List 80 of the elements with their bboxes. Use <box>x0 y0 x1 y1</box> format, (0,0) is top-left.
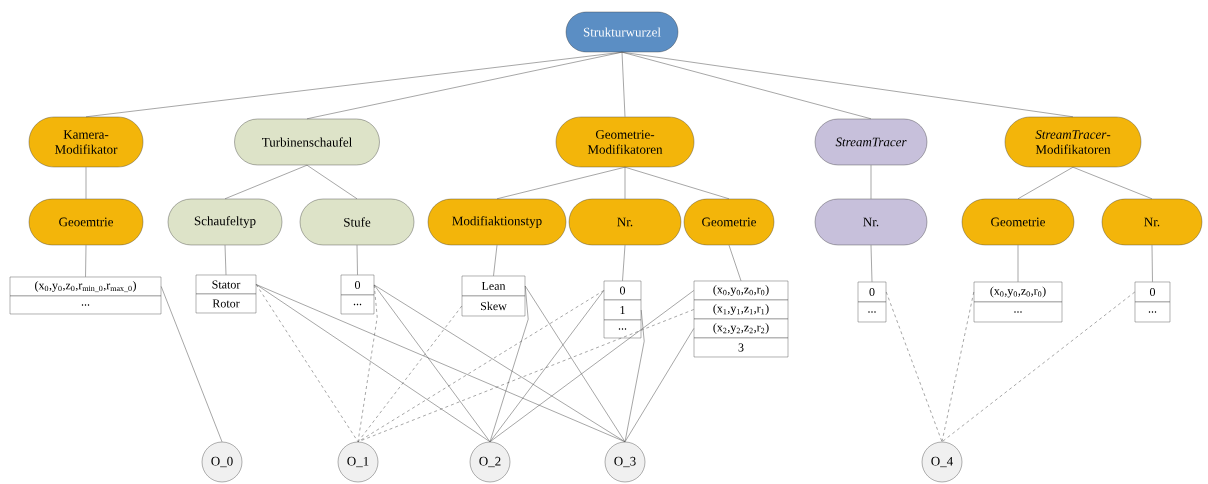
connector-line <box>1072 166 1153 200</box>
rounded-box: Strukturwurzel <box>565 11 679 53</box>
connector-line <box>489 285 529 443</box>
table-cell: 0 <box>1134 281 1171 303</box>
connector-line <box>624 166 626 200</box>
table-cell: 3 <box>693 337 789 358</box>
rounded-box: Turbinenschaufel <box>234 118 380 166</box>
table-cell: ... <box>1134 301 1171 323</box>
connector-line <box>941 291 1136 443</box>
connector-line <box>306 51 623 120</box>
connector-line <box>621 51 872 120</box>
table-cell: ... <box>340 294 375 315</box>
table-cell: 0 <box>340 274 375 296</box>
rounded-box: Geoemtrie <box>28 198 144 246</box>
connector-line <box>621 51 1074 118</box>
table-cell: (x$_{1}$,y$_{1}$,z$_{1}$,r$_{1}$) <box>693 299 789 320</box>
circle-node: O_1 <box>337 441 379 483</box>
table-cell: 0 <box>603 280 642 301</box>
connector-line <box>1017 166 1074 200</box>
table-cell: Lean <box>461 275 526 297</box>
table-cell: ... <box>857 301 887 323</box>
connector-line <box>160 286 223 443</box>
table-cell: Stator <box>195 274 257 295</box>
connector-line <box>356 244 358 276</box>
table-cell: Skew <box>461 295 526 317</box>
table-cell: (x$_{0}$,y$_{0}$,z$_{0}$,r$_{0}$) <box>693 280 789 301</box>
circle-node: O_2 <box>469 441 511 483</box>
table-cell: ... <box>603 319 642 339</box>
table-cell: ... <box>9 295 162 315</box>
connector-line <box>496 166 626 200</box>
rounded-box: Nr. <box>568 198 682 246</box>
connector-line <box>870 244 873 283</box>
connector-line <box>493 244 498 277</box>
rounded-box: Kamera- Modifikator <box>28 116 144 168</box>
connector-line <box>1017 244 1019 283</box>
connector-line <box>373 284 626 443</box>
rounded-box: StreamTracer <box>814 118 928 166</box>
table-cell: 1 <box>603 299 642 321</box>
connector-line <box>373 284 491 443</box>
rounded-box: Stufe <box>299 198 415 246</box>
circle-node: O_4 <box>921 441 963 483</box>
connector-line <box>85 244 87 278</box>
connector-line <box>728 244 742 282</box>
connector-line <box>306 164 358 200</box>
rounded-box: Nr. <box>1101 198 1203 246</box>
connector-line <box>870 164 872 200</box>
connector-line <box>489 290 695 443</box>
connector-line <box>224 164 308 200</box>
circle-node: O_0 <box>201 441 243 483</box>
connector-line <box>621 51 626 118</box>
rounded-box: Schaufeltyp <box>167 198 283 246</box>
connector-line <box>489 290 605 443</box>
circle-node: O_3 <box>604 441 646 483</box>
rounded-box: Geometrie- Modifikatoren <box>555 116 695 168</box>
connector-line <box>941 291 975 443</box>
connector-line <box>357 305 463 443</box>
rounded-box: Nr. <box>814 198 928 246</box>
table-cell: 0 <box>857 281 887 303</box>
connector-line <box>357 284 378 443</box>
rounded-box: StreamTracer- Modifikatoren <box>1004 116 1142 168</box>
rounded-box: Modifiaktionstyp <box>427 198 567 246</box>
connector-line <box>624 309 645 443</box>
table-cell: Rotor <box>195 293 257 314</box>
connector-line <box>622 244 626 282</box>
connector-line <box>624 328 695 443</box>
connector-line <box>224 244 227 276</box>
table-cell: ... <box>973 301 1063 323</box>
table-cell: (x$_{0}$,y$_{0}$,z$_{0}$,r$_{0}$) <box>973 281 1063 303</box>
rounded-box: Geometrie <box>961 198 1075 246</box>
connector-line <box>524 285 626 443</box>
connector-line <box>624 166 730 200</box>
table-cell: (x$_{2}$,y$_{2}$,z$_{2}$,r$_{2}$) <box>693 318 789 339</box>
connector-line <box>255 284 359 443</box>
connector-line <box>1151 244 1153 283</box>
connector-line <box>357 309 695 443</box>
table-cell: (x$_{0}$,y$_{0}$,z$_{0}$,r$_{min_0}$,r$_{max_0}$) <box>9 276 162 297</box>
connector-line <box>255 284 491 443</box>
rounded-box: Geometrie <box>683 198 775 246</box>
connector-line <box>885 291 943 443</box>
connector-line <box>85 166 87 200</box>
